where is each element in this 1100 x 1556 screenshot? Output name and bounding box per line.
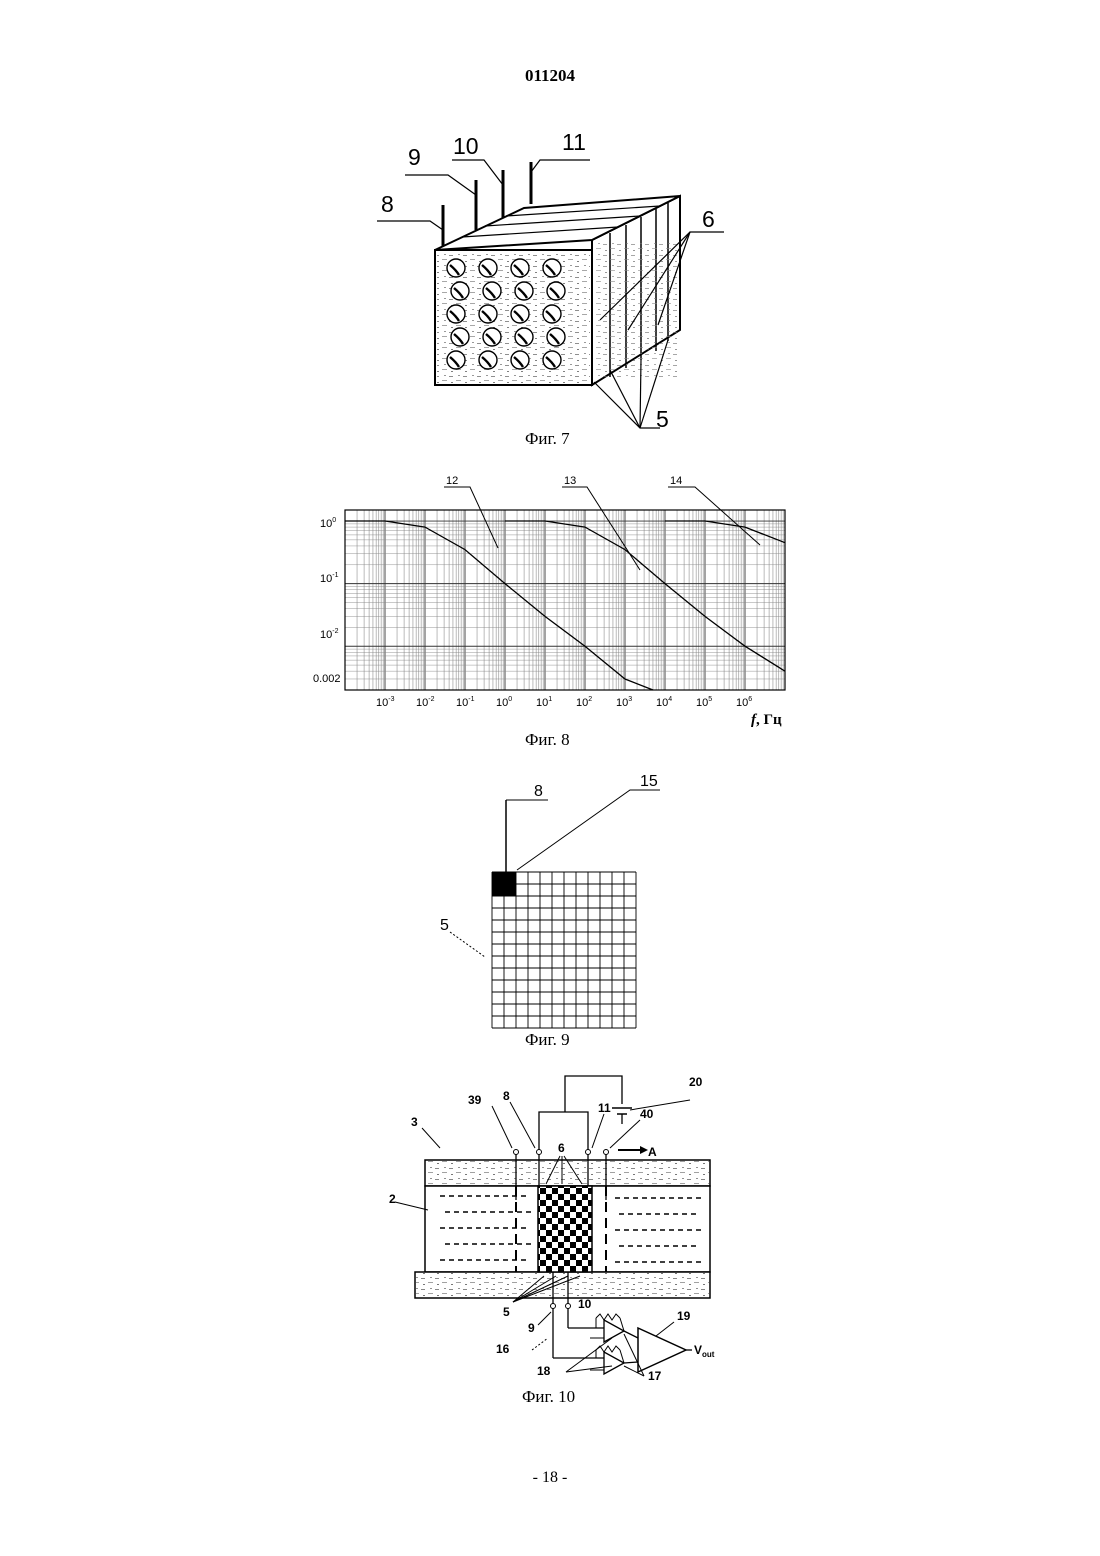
fig7-label-11: 11 xyxy=(562,129,586,155)
fig7-label-5: 5 xyxy=(656,406,669,432)
face-circle xyxy=(515,282,533,300)
face-circle xyxy=(483,328,501,346)
fig10-label-39: 39 xyxy=(468,1093,482,1107)
xtick-label: 102 xyxy=(576,696,592,709)
op-amp-17-lower xyxy=(604,1352,624,1374)
fig10-label-6: 6 xyxy=(558,1141,565,1155)
fig9-label-15: 15 xyxy=(640,773,658,790)
figure-9-electrode-matrix: 8 15 5 xyxy=(440,773,660,1028)
xtick-label: 106 xyxy=(736,696,752,709)
xtick-label: 10-2 xyxy=(416,696,435,709)
face-circle xyxy=(511,305,529,323)
chart-x-tick-labels: 10-3 10-2 10-1 100 101 102 103 104 105 106 xyxy=(376,696,752,709)
ytick-1e-2: 10-2 xyxy=(320,628,339,641)
face-circle xyxy=(447,351,465,369)
fig10-label-20: 20 xyxy=(689,1075,703,1089)
face-circle xyxy=(479,351,497,369)
fig10-label-A: A xyxy=(648,1145,657,1159)
face-circle xyxy=(483,282,501,300)
chart-frame xyxy=(345,510,785,690)
face-circle xyxy=(451,328,469,346)
electrode-checker-block xyxy=(538,1186,592,1272)
fig10-label-3: 3 xyxy=(411,1115,418,1129)
fig10-label-18: 18 xyxy=(537,1364,551,1378)
face-circle xyxy=(447,305,465,323)
face-circle xyxy=(543,305,561,323)
page-number: - 18 - xyxy=(0,1469,1100,1487)
xtick-label: 104 xyxy=(656,696,672,709)
face-circle xyxy=(547,328,565,346)
xtick-label: 10-1 xyxy=(456,696,475,709)
face-circle xyxy=(451,282,469,300)
fig7-label-10: 10 xyxy=(453,133,479,159)
xtick-label: 100 xyxy=(496,696,512,709)
fig10-label-9: 9 xyxy=(528,1321,535,1335)
figure-8-caption: Фиг. 8 xyxy=(525,730,570,750)
curve-label-13: 13 xyxy=(564,475,576,487)
x-axis-label: f, Гц xyxy=(751,712,782,728)
fig10-label-5: 5 xyxy=(503,1305,510,1319)
figure-10-caption: Фиг. 10 xyxy=(522,1387,575,1407)
fig10-label-10: 10 xyxy=(578,1297,592,1311)
op-amp-17-upper xyxy=(604,1320,624,1342)
fig10-label-8: 8 xyxy=(503,1089,510,1103)
ytick-1e-1: 10-1 xyxy=(320,572,339,585)
face-circle xyxy=(515,328,533,346)
face-circle xyxy=(447,259,465,277)
fig10-label-40: 40 xyxy=(640,1107,654,1121)
curve-label-14: 14 xyxy=(670,475,682,487)
fig10-label-Vout: Vout xyxy=(694,1343,715,1359)
figure-10-measurement-scheme: 39 8 11 20 40 3 6 A 2 5 10 9 19 16 18 17… xyxy=(389,1075,715,1383)
xtick-label: 101 xyxy=(536,696,552,709)
fig7-label-9: 9 xyxy=(408,144,421,170)
fig10-label-17: 17 xyxy=(648,1369,662,1383)
fig10-label-19: 19 xyxy=(677,1309,691,1323)
fig10-label-2: 2 xyxy=(389,1192,396,1206)
xtick-label: 105 xyxy=(696,696,712,709)
xtick-label: 103 xyxy=(616,696,632,709)
chart-curves xyxy=(345,521,785,690)
figure-7-caption: Фиг. 7 xyxy=(525,429,570,449)
xtick-label: 10-3 xyxy=(376,696,395,709)
curve-label-12: 12 xyxy=(446,475,458,487)
face-circle xyxy=(511,259,529,277)
diff-amp-19 xyxy=(638,1328,686,1372)
ytick-1e0: 100 xyxy=(320,517,336,530)
fig9-label-8: 8 xyxy=(534,783,543,800)
chart-grid xyxy=(345,510,785,690)
ytick-0.002: 0.002 xyxy=(313,673,341,685)
figure-7-electrode-block: 8 9 10 11 6 5 xyxy=(377,129,724,432)
face-circle xyxy=(479,305,497,323)
fig9-label-5: 5 xyxy=(440,917,449,934)
fig10-label-11: 11 xyxy=(598,1101,611,1115)
matrix-selected-cell-15 xyxy=(492,872,516,896)
fig7-label-6: 6 xyxy=(702,206,715,232)
figure-8-frequency-chart: 10-310-210-1100101102103104105106 12 13 … xyxy=(313,475,785,728)
fig7-label-8: 8 xyxy=(381,191,394,217)
face-circle xyxy=(543,259,561,277)
series-curve-14 xyxy=(665,521,785,543)
face-circle xyxy=(547,282,565,300)
face-circle xyxy=(511,351,529,369)
fig10-label-16: 16 xyxy=(496,1342,510,1356)
figure-9-caption: Фиг. 9 xyxy=(525,1030,570,1050)
face-circle xyxy=(479,259,497,277)
face-circle xyxy=(543,351,561,369)
